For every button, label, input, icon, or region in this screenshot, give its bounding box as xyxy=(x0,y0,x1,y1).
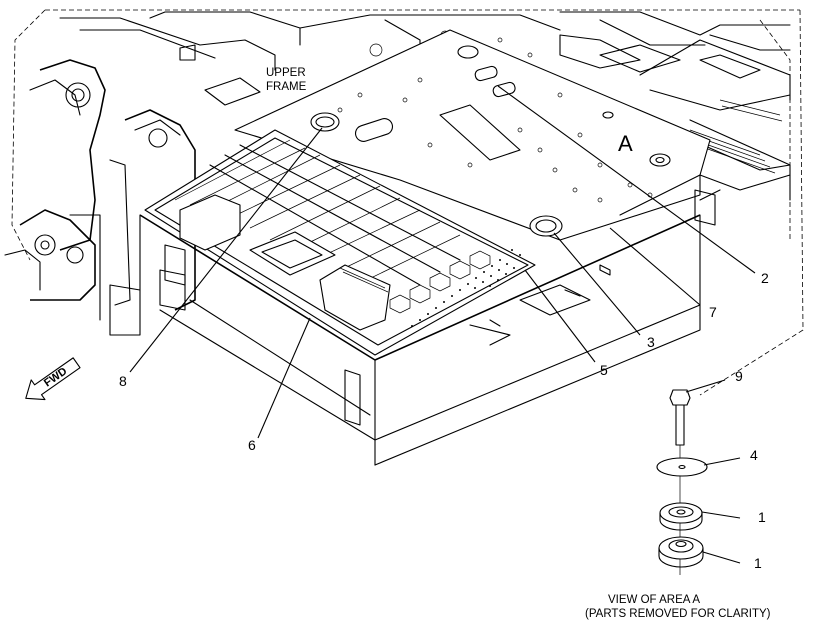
upper-frame-deck-plate xyxy=(234,29,711,241)
callout-4: 4 xyxy=(750,447,758,463)
callout-3: 3 xyxy=(647,334,655,350)
area-marker-label: A xyxy=(618,131,633,156)
hardware-stack xyxy=(656,389,708,575)
fwd-arrow xyxy=(25,357,81,401)
callout-9: 9 xyxy=(735,368,743,384)
callout-5: 5 xyxy=(600,362,608,378)
callout-6: 6 xyxy=(248,437,256,453)
callout-7: 7 xyxy=(709,304,717,320)
leader-lines xyxy=(129,85,756,564)
callout-1-lower: 1 xyxy=(754,555,762,571)
upper-frame-label-line2: FRAME xyxy=(266,81,307,93)
view-note: (PARTS REMOVED FOR CLARITY) xyxy=(585,608,771,620)
base-frame xyxy=(139,189,721,466)
floor-mat xyxy=(144,129,536,356)
callout-1-upper: 1 xyxy=(758,509,766,525)
plugs xyxy=(310,112,563,237)
upper-frame-label-line1: UPPER xyxy=(266,67,306,79)
callout-8: 8 xyxy=(119,373,127,389)
view-title: VIEW OF AREA A xyxy=(608,594,700,606)
callout-2: 2 xyxy=(761,270,769,286)
